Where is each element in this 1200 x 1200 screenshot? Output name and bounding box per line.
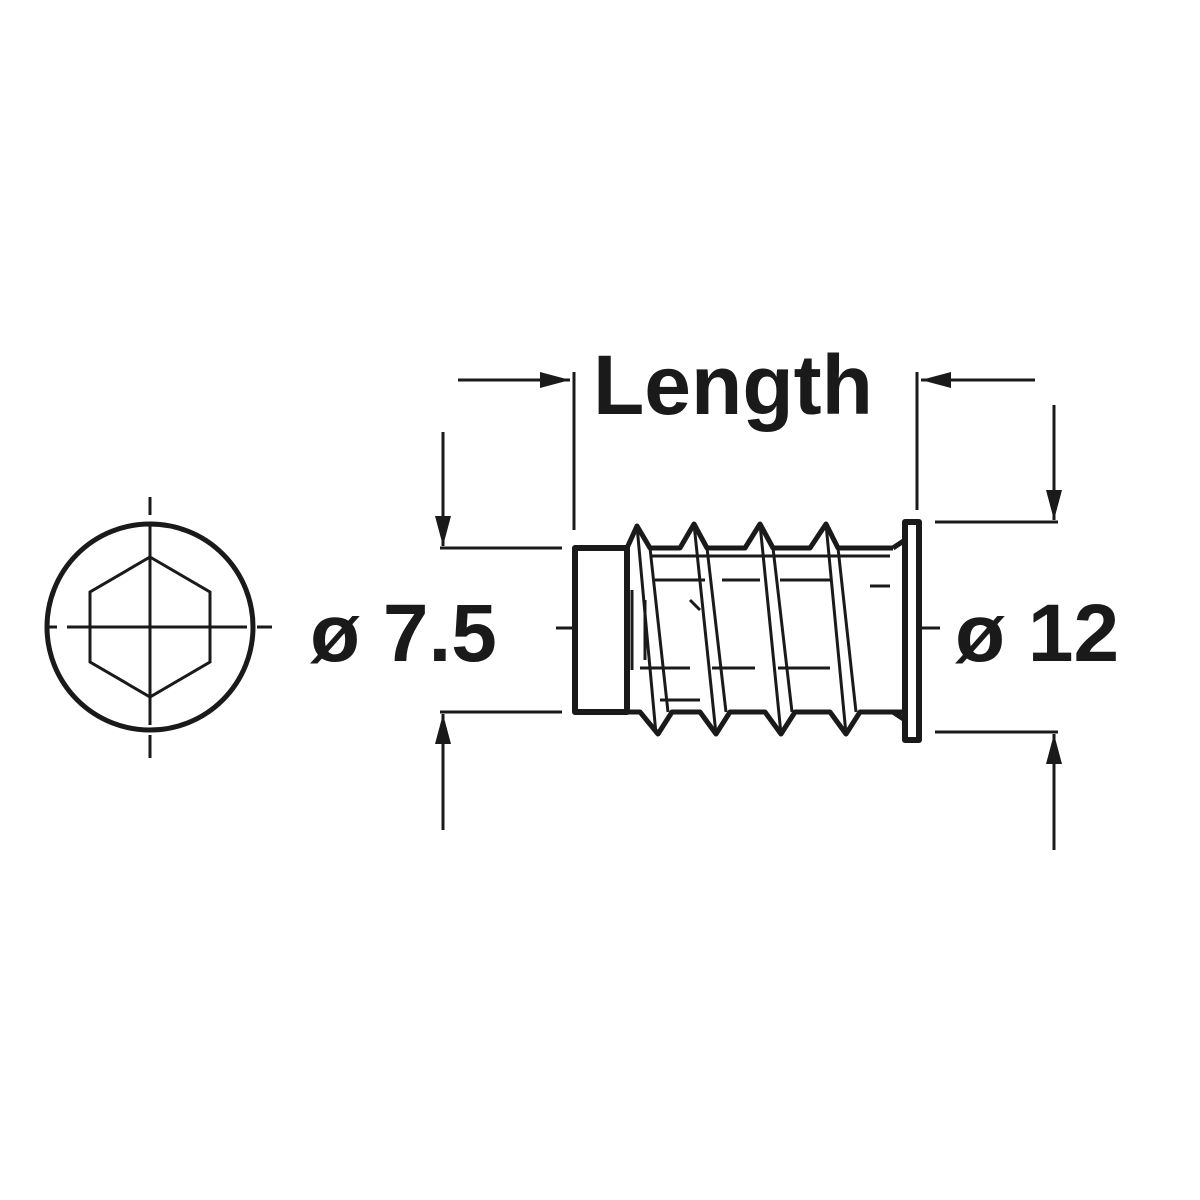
- outer-diameter-label: ø 12: [955, 588, 1119, 679]
- insert-left-collar: [572, 545, 630, 715]
- length-dimension: [458, 372, 1035, 530]
- threaded-insert-side-view: [556, 519, 940, 743]
- flange-join-bottom: [891, 709, 907, 723]
- thread-profile-bottom: [627, 709, 905, 737]
- thread-helix-3: [758, 523, 794, 735]
- length-label: Length: [593, 338, 873, 432]
- inner-diameter-label: ø 7.5: [310, 588, 497, 679]
- end-view: [44, 497, 272, 758]
- insert-right-flange: [902, 519, 922, 743]
- inner-diameter-dimension: [435, 432, 562, 830]
- flange-join-top: [891, 537, 907, 551]
- outer-diameter-dimension: [935, 405, 1062, 850]
- thread-helix-2: [692, 523, 728, 735]
- thread-inner-lines: [640, 554, 890, 702]
- thread-inner-verticals: [630, 590, 647, 670]
- thread-helix-4: [824, 523, 858, 735]
